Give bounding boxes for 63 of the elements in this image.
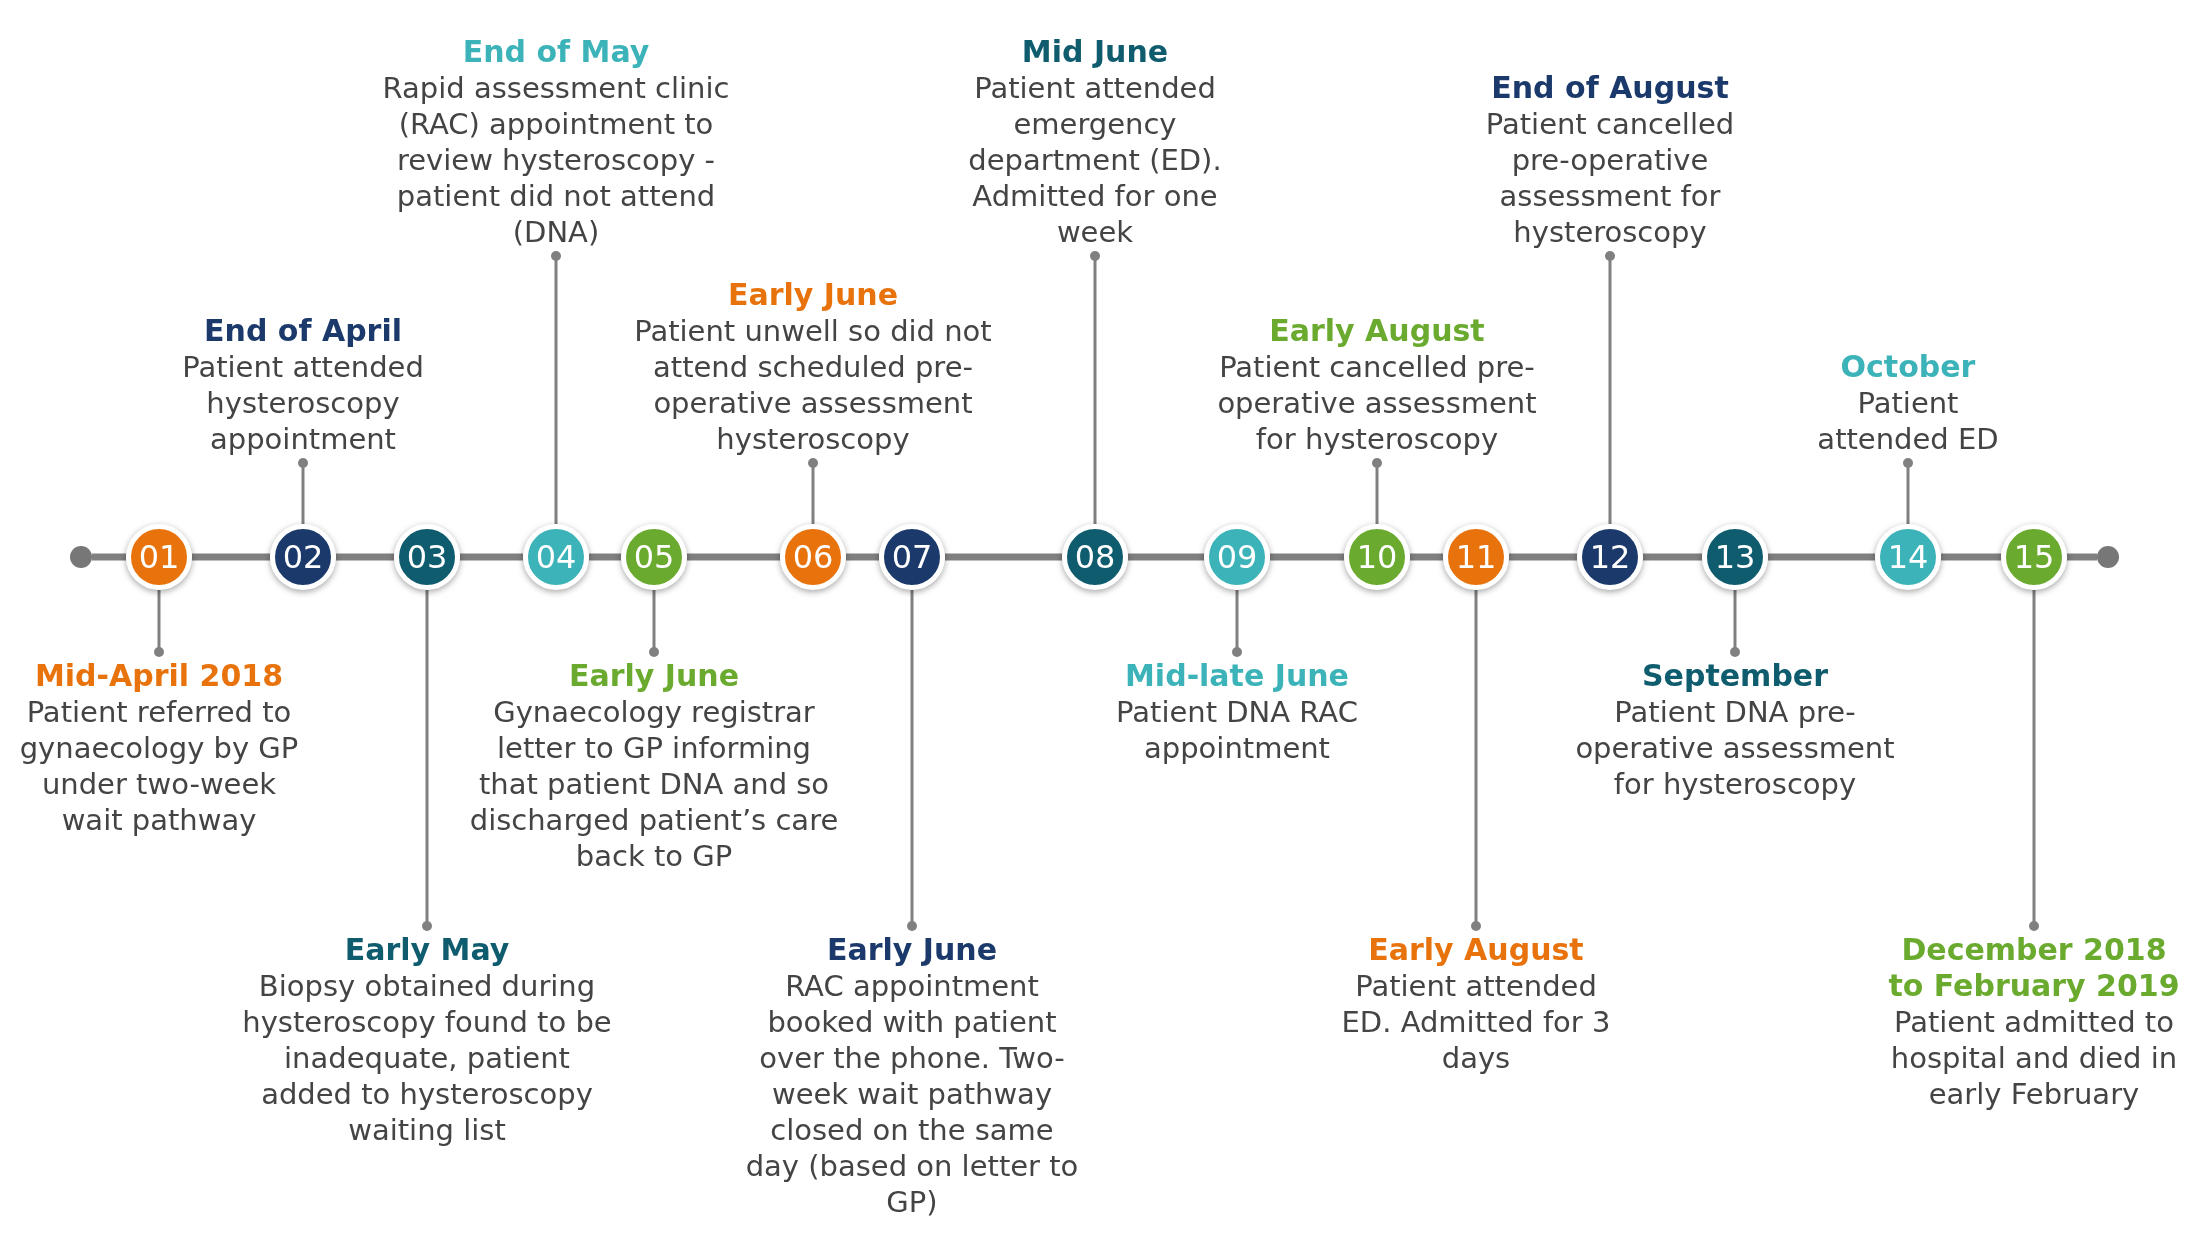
timeline-line [1643,553,1702,561]
timeline-line [2067,553,2097,561]
timeline-line [687,553,780,561]
leader-line [1730,590,1740,657]
timeline-line [460,553,523,561]
date-heading: Early August [1367,932,1585,968]
leader-line [649,590,659,657]
leader-line [1090,251,1100,524]
date-heading: Early August [1268,313,1486,349]
timeline-line [1509,553,1577,561]
date-heading: Mid-April 2018 [33,658,285,694]
date-heading: Early May [343,932,511,968]
leader-line [2029,590,2039,931]
leader-line [551,251,561,524]
timeline-line [192,553,270,561]
date-heading: Mid-late June [1124,658,1350,694]
event-description: Biopsy obtained during hysteroscopy found to be inadequate, patient added to hysteroscopy waiting list [241,968,613,1148]
event-description: Patient attended emergency department (ED). Admitted for one week [967,70,1223,250]
date-heading: Early June [726,277,899,313]
timeline-line [1128,553,1204,561]
leader-line [1232,590,1242,657]
event-description: Patient attended hysteroscopy appointment [181,349,425,457]
timeline-line [92,553,126,561]
leader-line [154,590,164,657]
event-description: Patient cancelled pre-operative assessment for hysteroscopy [1484,106,1736,250]
timeline-line [1768,553,1875,561]
timeline-line [945,553,1062,561]
endpoint-dot [2097,546,2119,568]
leader-line [1471,590,1481,931]
endpoint-dot [70,546,92,568]
event-description: Patient DNA RAC appointment [1115,694,1359,766]
event-description: Patient admitted to hospital and died in early February [1889,1004,2179,1112]
timeline-line [846,553,879,561]
timeline-line [589,553,621,561]
leader-line [422,590,432,931]
event-description: Patient cancelled pre-operative assessment for hysteroscopy [1216,349,1538,457]
leader-line [907,590,917,931]
timeline-line [1941,553,2001,561]
date-heading: End of April [203,313,403,349]
timeline-line [1270,553,1344,561]
date-heading: Mid June [1020,34,1170,70]
date-heading: Early June [825,932,998,968]
event-description: Patient DNA pre-operative assessment for hysteroscopy [1574,694,1896,802]
leader-line [1372,458,1382,524]
timeline-line [1410,553,1443,561]
leader-line [1903,458,1913,524]
date-heading: Early June [567,658,740,694]
date-heading: End of August [1490,70,1730,106]
event-description: Patient referred to gynaecology by GP under two-week wait pathway [18,694,300,838]
date-heading: End of May [461,34,651,70]
event-description: Patient unwell so did not attend scheduled pre-operative assessment hysteroscopy [633,313,993,457]
leader-line [1605,251,1615,524]
date-heading: September [1641,658,1829,694]
leader-line [808,458,818,524]
date-heading: December 2018 to February 2019 [1887,932,2181,1004]
event-description: Rapid assessment clinic (RAC) appointment to review hysteroscopy - patient did not attend (DNA) [381,70,731,250]
event-description: Patient attended ED. Admitted for 3 days [1340,968,1612,1076]
timeline-line [336,553,394,561]
event-description: RAC appointment booked with patient over the phone. Two-week wait pathway closed on the same day (based on letter to GP) [744,968,1080,1220]
leader-line [298,458,308,524]
event-description: Gynaecology registrar letter to GP informing that patient DNA and so discharged patient’s care back to GP [468,694,840,874]
date-heading: October [1839,349,1977,385]
event-description: Patient attended ED [1816,385,2000,457]
